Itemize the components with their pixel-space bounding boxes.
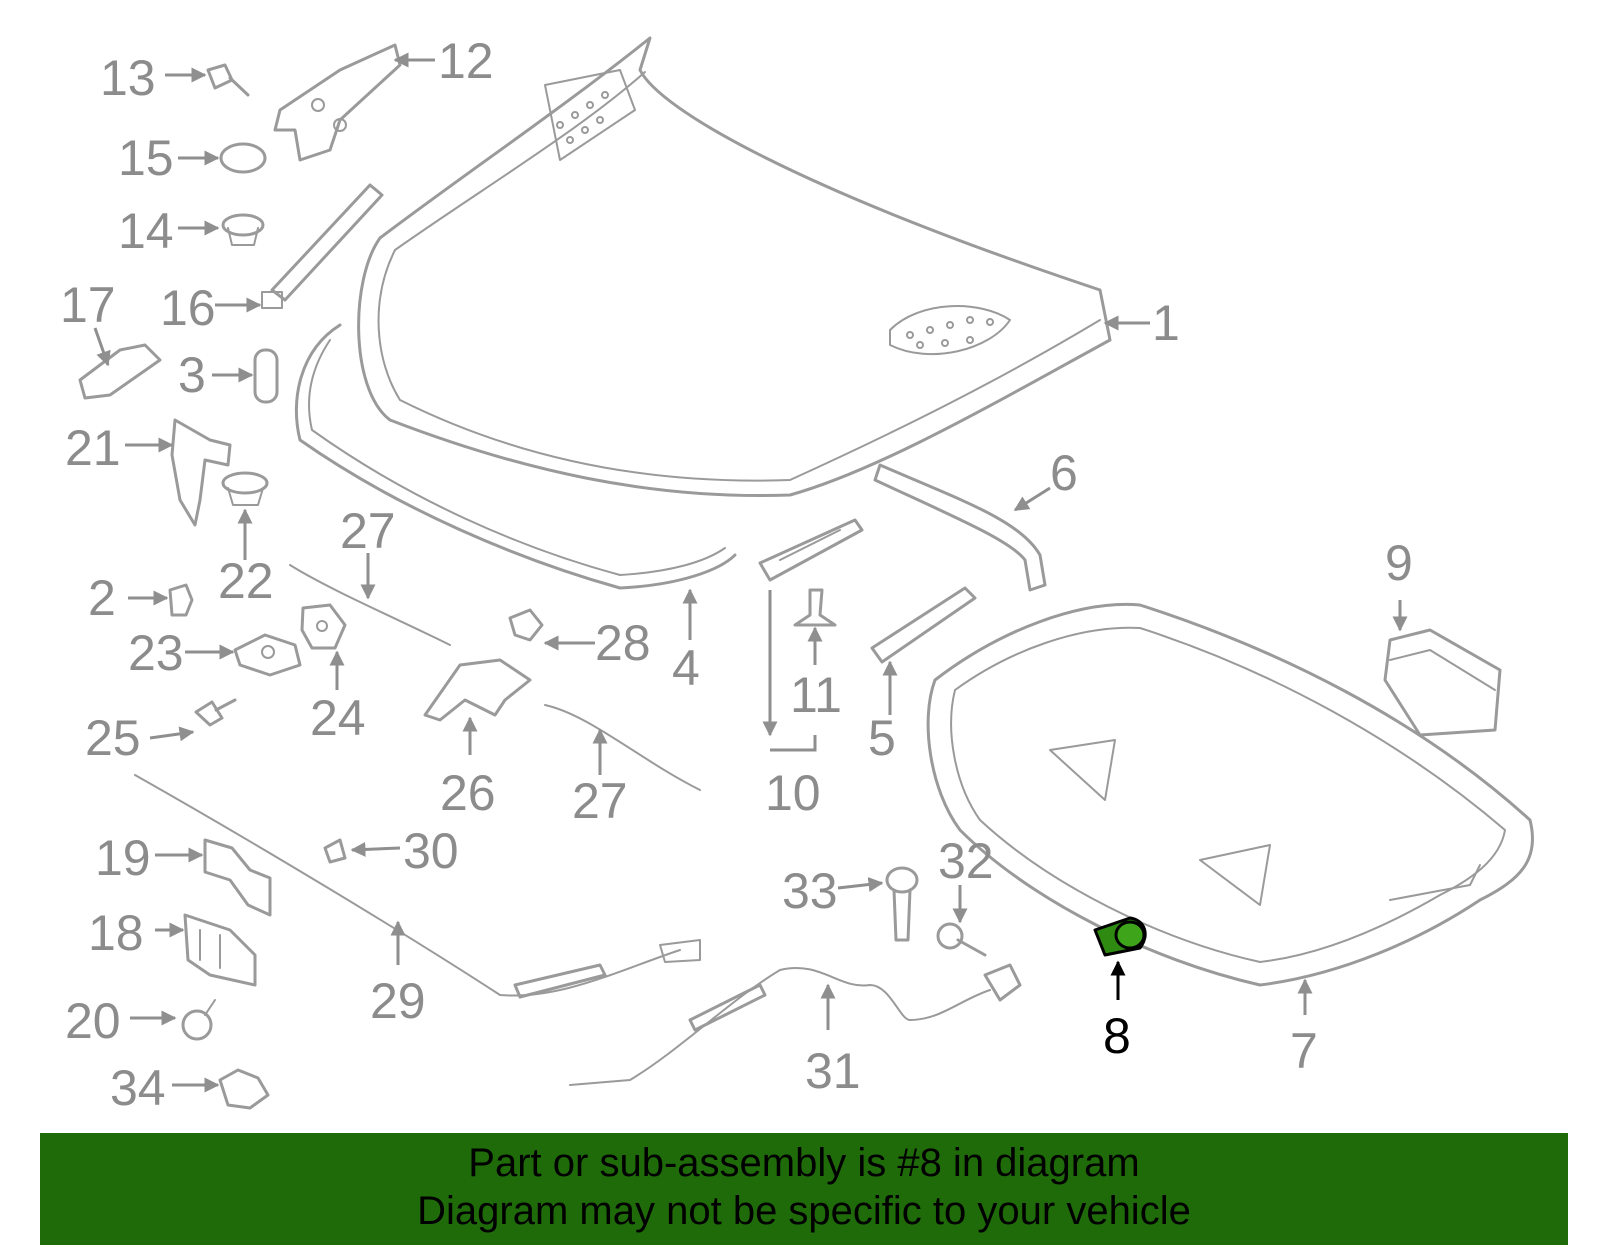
callout-10: 10 [765, 765, 821, 821]
callout-17: 17 [60, 277, 116, 333]
hood-seal-side [873, 463, 1047, 592]
callout-2: 2 [88, 570, 116, 626]
part-8-highlighted [1093, 916, 1147, 957]
callout-14: 14 [118, 203, 174, 259]
callout-19: 19 [95, 830, 151, 886]
callout-27a: 27 [340, 503, 396, 559]
part-15-ring [219, 142, 267, 174]
hood-insulator [926, 602, 1535, 987]
info-banner: Part or sub-assembly is #8 in diagram Di… [40, 1133, 1568, 1245]
callout-12: 12 [438, 33, 494, 89]
part-9-pad [1383, 628, 1502, 737]
callout-22: 22 [218, 553, 274, 609]
part-22-grommet [221, 471, 269, 506]
callout-labels: 1 2 3 4 5 6 7 8 9 10 11 12 13 14 15 16 1… [60, 33, 1413, 1116]
callout-25: 25 [85, 710, 141, 766]
callout-15: 15 [118, 130, 174, 186]
part-27-cable-lower [544, 704, 701, 791]
callout-31: 31 [805, 1043, 861, 1099]
part-32-bolt [936, 922, 987, 957]
part-17-bracket [78, 343, 162, 400]
callout-33: 33 [782, 863, 838, 919]
part-24-plate [300, 603, 347, 650]
banner-line-part: Part or sub-assembly is #8 in diagram [468, 1141, 1140, 1185]
callout-27b: 27 [572, 773, 628, 829]
callout-7: 7 [1290, 1023, 1318, 1079]
callout-21: 21 [65, 420, 121, 476]
callout-28: 28 [595, 615, 651, 671]
callout-34: 34 [110, 1060, 166, 1116]
callout-18: 18 [88, 905, 144, 961]
part-26-latch [423, 658, 532, 722]
part-14-grommet [221, 213, 265, 246]
part-18-bracket [183, 913, 257, 987]
callout-13: 13 [100, 50, 156, 106]
callout-9: 9 [1385, 535, 1413, 591]
part-21-latch-bracket [170, 418, 232, 527]
part-2-clip [168, 583, 194, 617]
part-25-bolt [194, 698, 237, 727]
callout-29: 29 [370, 973, 426, 1029]
part-3-bumper [253, 348, 279, 404]
part-33-bumper [885, 866, 919, 942]
part-28-clip [508, 608, 544, 642]
part-5-strip [870, 586, 977, 664]
callout-16: 16 [160, 280, 216, 336]
callout-11: 11 [790, 667, 842, 723]
part-23-plate [233, 633, 302, 677]
hood-seal-front [294, 323, 737, 590]
part-16-strut [261, 183, 384, 309]
part-12-hinge [273, 43, 402, 162]
part-29-cable [134, 774, 701, 999]
callout-32: 32 [938, 833, 994, 889]
part-10-strip [758, 518, 864, 582]
callout-4: 4 [672, 640, 700, 696]
leader-lines [93, 52, 1408, 1093]
part-31-cable [569, 963, 1022, 1086]
callout-6: 6 [1050, 445, 1078, 501]
callout-3: 3 [178, 347, 206, 403]
callout-5: 5 [868, 710, 896, 766]
part-30-clip [323, 838, 347, 864]
banner-line-disclaimer: Diagram may not be specific to your vehi… [417, 1189, 1191, 1233]
callout-20: 20 [65, 993, 121, 1049]
part-20-bolt [181, 999, 216, 1041]
callout-24: 24 [310, 690, 366, 746]
part-19-plate [203, 838, 272, 917]
callout-8: 8 [1103, 1008, 1131, 1064]
callout-30: 30 [403, 823, 459, 879]
callout-1: 1 [1152, 295, 1180, 351]
part-34-clip [218, 1068, 270, 1110]
callout-23: 23 [128, 625, 184, 681]
part-11-clip [793, 588, 837, 627]
part-27-cable-upper [289, 564, 451, 646]
part-13-bolt [206, 63, 250, 97]
callout-26: 26 [440, 765, 496, 821]
hood-panel [357, 36, 1112, 497]
